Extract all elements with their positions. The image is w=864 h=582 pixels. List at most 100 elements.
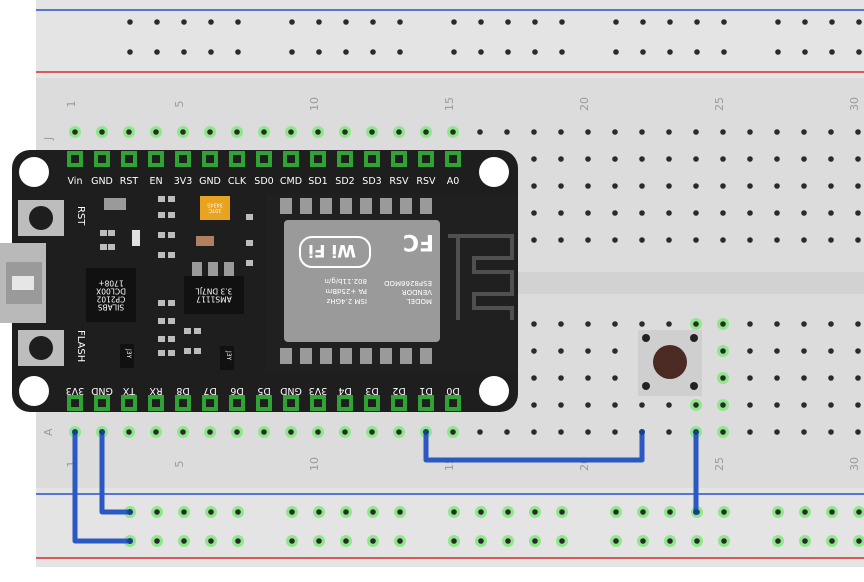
- breadboard-hole[interactable]: [828, 375, 834, 381]
- rail-hole[interactable]: [667, 19, 673, 25]
- rail-hole[interactable]: [370, 19, 376, 25]
- rail-hole[interactable]: [397, 19, 403, 25]
- breadboard-hole[interactable]: [342, 429, 348, 435]
- breadboard-hole[interactable]: [666, 210, 672, 216]
- breadboard-hole[interactable]: [855, 210, 861, 216]
- breadboard-hole[interactable]: [423, 129, 429, 135]
- breadboard-hole[interactable]: [801, 129, 807, 135]
- rail-hole[interactable]: [289, 509, 295, 515]
- breadboard-hole[interactable]: [720, 375, 726, 381]
- breadboard-hole[interactable]: [747, 348, 753, 354]
- breadboard-hole[interactable]: [477, 129, 483, 135]
- breadboard-hole[interactable]: [720, 402, 726, 408]
- breadboard-hole[interactable]: [720, 129, 726, 135]
- rail-hole[interactable]: [559, 509, 565, 515]
- breadboard-hole[interactable]: [612, 375, 618, 381]
- rail-hole[interactable]: [640, 49, 646, 55]
- breadboard-hole[interactable]: [180, 129, 186, 135]
- breadboard-hole[interactable]: [774, 321, 780, 327]
- breadboard-hole[interactable]: [261, 129, 267, 135]
- rail-hole[interactable]: [532, 538, 538, 544]
- breadboard-hole[interactable]: [828, 156, 834, 162]
- breadboard-hole[interactable]: [801, 321, 807, 327]
- breadboard-hole[interactable]: [531, 210, 537, 216]
- rail-hole[interactable]: [640, 538, 646, 544]
- breadboard-hole[interactable]: [369, 429, 375, 435]
- breadboard-hole[interactable]: [828, 402, 834, 408]
- breadboard-hole[interactable]: [639, 129, 645, 135]
- rail-hole[interactable]: [181, 19, 187, 25]
- breadboard-hole[interactable]: [369, 129, 375, 135]
- rail-hole[interactable]: [532, 49, 538, 55]
- rail-hole[interactable]: [397, 538, 403, 544]
- breadboard-hole[interactable]: [531, 375, 537, 381]
- breadboard-hole[interactable]: [531, 348, 537, 354]
- rail-hole[interactable]: [208, 538, 214, 544]
- breadboard-hole[interactable]: [558, 183, 564, 189]
- breadboard-hole[interactable]: [99, 129, 105, 135]
- rail-hole[interactable]: [370, 509, 376, 515]
- breadboard-hole[interactable]: [666, 429, 672, 435]
- breadboard-hole[interactable]: [666, 237, 672, 243]
- rail-hole[interactable]: [532, 19, 538, 25]
- rail-hole[interactable]: [721, 509, 727, 515]
- rail-hole[interactable]: [721, 538, 727, 544]
- flash-button[interactable]: [29, 336, 53, 360]
- breadboard-hole[interactable]: [693, 237, 699, 243]
- rail-hole[interactable]: [613, 538, 619, 544]
- rail-hole[interactable]: [478, 49, 484, 55]
- breadboard-hole[interactable]: [720, 321, 726, 327]
- wire-d1-to-button[interactable]: [423, 432, 645, 463]
- breadboard-hole[interactable]: [612, 321, 618, 327]
- breadboard-hole[interactable]: [639, 183, 645, 189]
- breadboard-hole[interactable]: [747, 237, 753, 243]
- breadboard-hole[interactable]: [639, 402, 645, 408]
- breadboard-hole[interactable]: [558, 348, 564, 354]
- breadboard-hole[interactable]: [801, 348, 807, 354]
- breadboard-hole[interactable]: [747, 156, 753, 162]
- rail-hole[interactable]: [802, 509, 808, 515]
- breadboard-hole[interactable]: [801, 210, 807, 216]
- rail-hole[interactable]: [775, 509, 781, 515]
- breadboard-hole[interactable]: [801, 183, 807, 189]
- breadboard-hole[interactable]: [693, 183, 699, 189]
- breadboard-hole[interactable]: [774, 375, 780, 381]
- breadboard-hole[interactable]: [855, 375, 861, 381]
- breadboard-hole[interactable]: [747, 429, 753, 435]
- rail-hole[interactable]: [802, 49, 808, 55]
- rail-hole[interactable]: [640, 19, 646, 25]
- breadboard-hole[interactable]: [720, 183, 726, 189]
- breadboard-hole[interactable]: [585, 129, 591, 135]
- rail-hole[interactable]: [316, 49, 322, 55]
- breadboard-hole[interactable]: [774, 402, 780, 408]
- breadboard-hole[interactable]: [747, 375, 753, 381]
- rail-hole[interactable]: [451, 509, 457, 515]
- breadboard-hole[interactable]: [801, 237, 807, 243]
- breadboard-hole[interactable]: [747, 210, 753, 216]
- breadboard-hole[interactable]: [828, 129, 834, 135]
- rail-hole[interactable]: [856, 49, 862, 55]
- breadboard-hole[interactable]: [801, 156, 807, 162]
- rail-hole[interactable]: [127, 19, 133, 25]
- rail-hole[interactable]: [559, 49, 565, 55]
- breadboard-hole[interactable]: [450, 429, 456, 435]
- breadboard-hole[interactable]: [720, 156, 726, 162]
- breadboard-hole[interactable]: [504, 429, 510, 435]
- breadboard-hole[interactable]: [504, 129, 510, 135]
- breadboard-hole[interactable]: [288, 129, 294, 135]
- rail-hole[interactable]: [559, 19, 565, 25]
- breadboard-hole[interactable]: [612, 348, 618, 354]
- pushbutton[interactable]: [638, 330, 702, 396]
- rail-hole[interactable]: [505, 538, 511, 544]
- rail-hole[interactable]: [505, 49, 511, 55]
- rail-hole[interactable]: [343, 538, 349, 544]
- rail-hole[interactable]: [829, 49, 835, 55]
- rail-hole[interactable]: [478, 538, 484, 544]
- rail-hole[interactable]: [505, 19, 511, 25]
- breadboard-hole[interactable]: [801, 375, 807, 381]
- rail-hole[interactable]: [181, 49, 187, 55]
- breadboard-hole[interactable]: [153, 129, 159, 135]
- breadboard-hole[interactable]: [558, 375, 564, 381]
- breadboard-hole[interactable]: [693, 129, 699, 135]
- rail-hole[interactable]: [667, 49, 673, 55]
